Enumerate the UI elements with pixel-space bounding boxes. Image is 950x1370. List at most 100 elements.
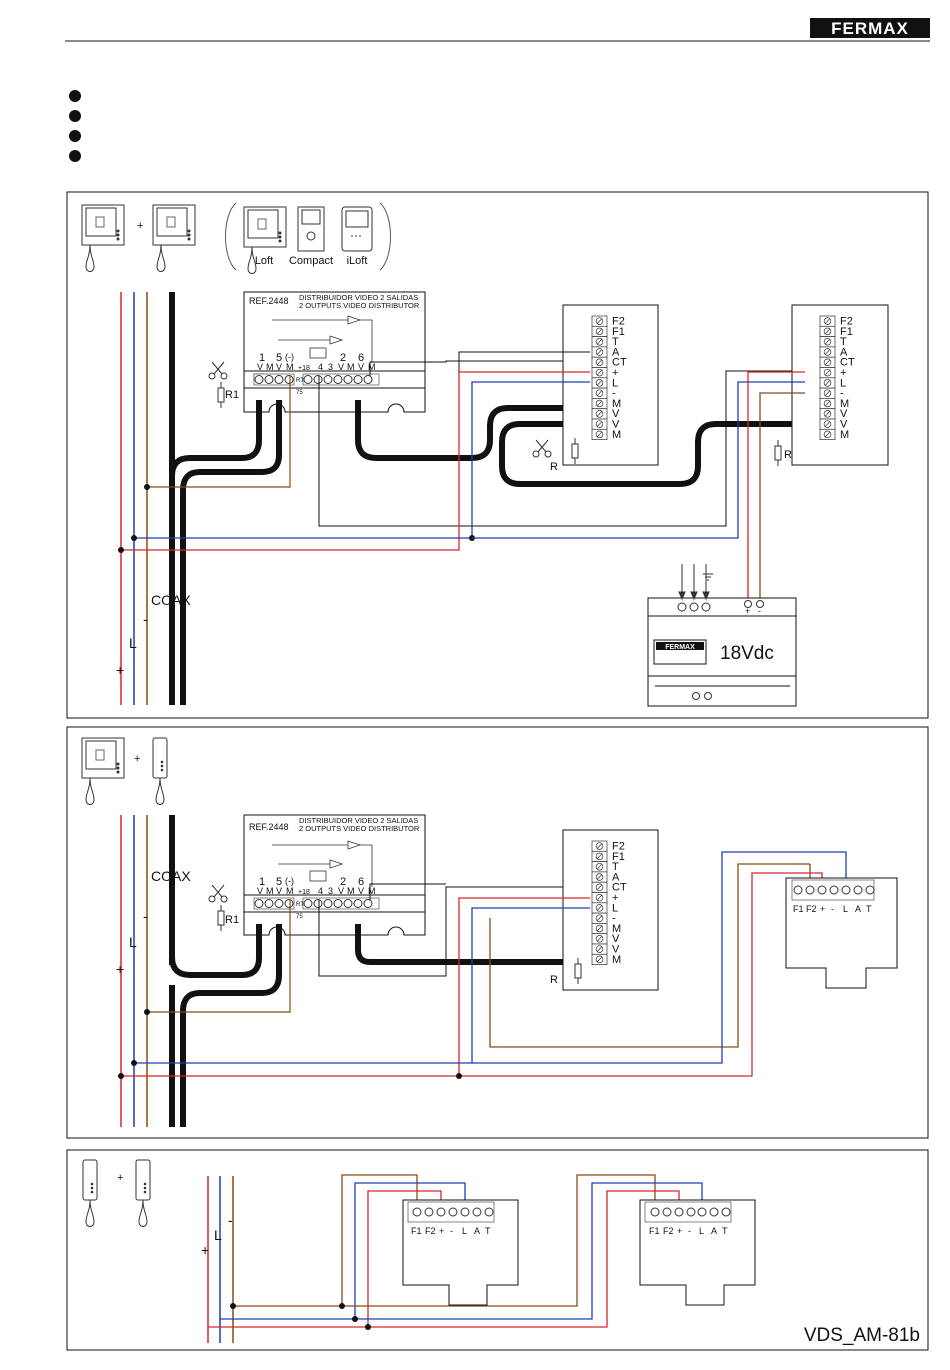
terminal-label: F2 bbox=[612, 316, 625, 328]
rt-label: RT bbox=[296, 902, 304, 908]
screw-slot bbox=[825, 328, 830, 334]
distributor-screws bbox=[253, 373, 380, 386]
r1-label: R1 bbox=[225, 389, 239, 401]
terminal-label: L bbox=[612, 902, 618, 914]
screw-slot bbox=[597, 915, 602, 921]
screw-slot bbox=[825, 339, 830, 345]
terminal-l-label: L bbox=[843, 904, 848, 914]
coax-cable bbox=[169, 924, 262, 978]
wire-l bbox=[134, 381, 590, 539]
screw-slot bbox=[597, 864, 602, 870]
coax-cable bbox=[169, 400, 262, 520]
monitor-icon bbox=[152, 204, 196, 272]
screw-slot bbox=[597, 853, 602, 859]
telephone-terminal-box-1: F1 F2 + - L A T bbox=[402, 1199, 519, 1306]
junction-dot bbox=[144, 1009, 150, 1015]
panel-3-frame bbox=[66, 1149, 929, 1351]
video-distributor: REF.2448 DISTRIBUIDOR VIDEO 2 SALIDAS 2 … bbox=[243, 814, 426, 936]
terminal-v-label: V bbox=[338, 886, 344, 896]
r-label: R bbox=[784, 449, 792, 461]
terminal-t-label: T bbox=[485, 1226, 491, 1236]
junction-dot bbox=[131, 1060, 137, 1066]
video-distributor: REF.2448 DISTRIBUIDOR VIDEO 2 SALIDAS 2 … bbox=[243, 291, 426, 413]
terminal-4-label: 4 bbox=[318, 886, 323, 896]
terminal-label: V bbox=[612, 944, 620, 956]
telephone-terminal-box: F1 F2 + - L A T bbox=[785, 877, 898, 989]
junction-dot bbox=[118, 547, 124, 553]
bus-label-minus: - bbox=[228, 1212, 233, 1228]
screw-slot bbox=[825, 380, 830, 386]
monitor-icon bbox=[81, 737, 125, 805]
bus-label-minus: - bbox=[143, 611, 148, 627]
terminal-v-label: V bbox=[276, 362, 282, 372]
resistor-r1 bbox=[217, 904, 225, 932]
terminal-3-label: 3 bbox=[328, 886, 333, 896]
terminal-label: M bbox=[612, 954, 621, 966]
screw-slot bbox=[597, 359, 602, 365]
terminal-m-label: M bbox=[286, 886, 294, 896]
terminal-3-label: 3 bbox=[328, 362, 333, 372]
coax-cable bbox=[180, 924, 282, 1127]
coax-cable bbox=[355, 924, 580, 965]
wire-minus bbox=[233, 1174, 418, 1307]
wire-plus bbox=[747, 371, 805, 600]
terminal-label: + bbox=[840, 367, 846, 379]
psu-plus-label: + bbox=[745, 606, 750, 616]
bus-label-plus: + bbox=[201, 1242, 209, 1258]
terminal-t-label: T bbox=[722, 1226, 728, 1236]
terminal-label: CT bbox=[612, 882, 627, 894]
terminal-m-label: M bbox=[266, 886, 274, 896]
wire-l bbox=[472, 381, 805, 539]
terminal-label: CT bbox=[612, 357, 627, 369]
terminal-label: CT bbox=[840, 357, 855, 369]
wire-plus bbox=[459, 872, 823, 1077]
terminal-a-label: A bbox=[474, 1226, 480, 1236]
terminal-label: T bbox=[612, 336, 619, 348]
terminal-v-label: V bbox=[257, 886, 263, 896]
brand-logo-text: FERMAX bbox=[831, 19, 909, 38]
terminal-a-label: A bbox=[711, 1226, 717, 1236]
terminal-v-label: V bbox=[358, 362, 364, 372]
screw-slot bbox=[597, 400, 602, 407]
output-1-label: 1 bbox=[259, 876, 265, 888]
psu-voltage: 18Vdc bbox=[720, 643, 774, 664]
terminal-m-label: M bbox=[266, 362, 274, 372]
wire-minus bbox=[147, 376, 291, 488]
scissors-icon bbox=[208, 884, 228, 903]
terminal-m-label: M bbox=[368, 362, 376, 372]
language-bullet bbox=[69, 90, 81, 102]
screw-slot bbox=[597, 328, 602, 334]
distributor-ref: REF.2448 bbox=[249, 296, 289, 306]
terminal-f2-label: F2 bbox=[663, 1226, 674, 1236]
screw-slot bbox=[825, 421, 830, 427]
terminal-label: + bbox=[612, 367, 618, 379]
coax-cable bbox=[180, 400, 282, 705]
terminal-m-label: M bbox=[347, 362, 355, 372]
r75-label: 75 bbox=[296, 914, 303, 920]
screw-slot bbox=[597, 936, 602, 942]
screw-slot bbox=[825, 359, 830, 365]
wire-signal bbox=[369, 360, 590, 376]
wire-signal bbox=[369, 883, 446, 900]
terminal-label: F1 bbox=[840, 326, 853, 338]
compact-monitor-icon bbox=[297, 206, 325, 252]
terminal-label: T bbox=[840, 336, 847, 348]
screw-slot bbox=[597, 905, 602, 911]
output-2-label: 2 bbox=[340, 876, 346, 888]
terminal-plus18-label: +18 bbox=[298, 365, 310, 372]
junction-dot bbox=[352, 1316, 358, 1322]
bus-label-minus: - bbox=[143, 908, 148, 924]
mains-input-arrows bbox=[678, 564, 713, 601]
monitor-icon bbox=[81, 204, 125, 272]
psu-minus-label: - bbox=[758, 606, 761, 616]
telephone-icon bbox=[152, 737, 168, 805]
screw-slot bbox=[597, 339, 602, 345]
bracket bbox=[225, 202, 237, 271]
terminal-plus18-label: +18 bbox=[298, 889, 310, 896]
wire-minus bbox=[759, 392, 805, 600]
output-1-label: 1 bbox=[259, 352, 265, 364]
panel-2-frame bbox=[66, 726, 929, 1139]
wire-minus bbox=[489, 863, 810, 1048]
